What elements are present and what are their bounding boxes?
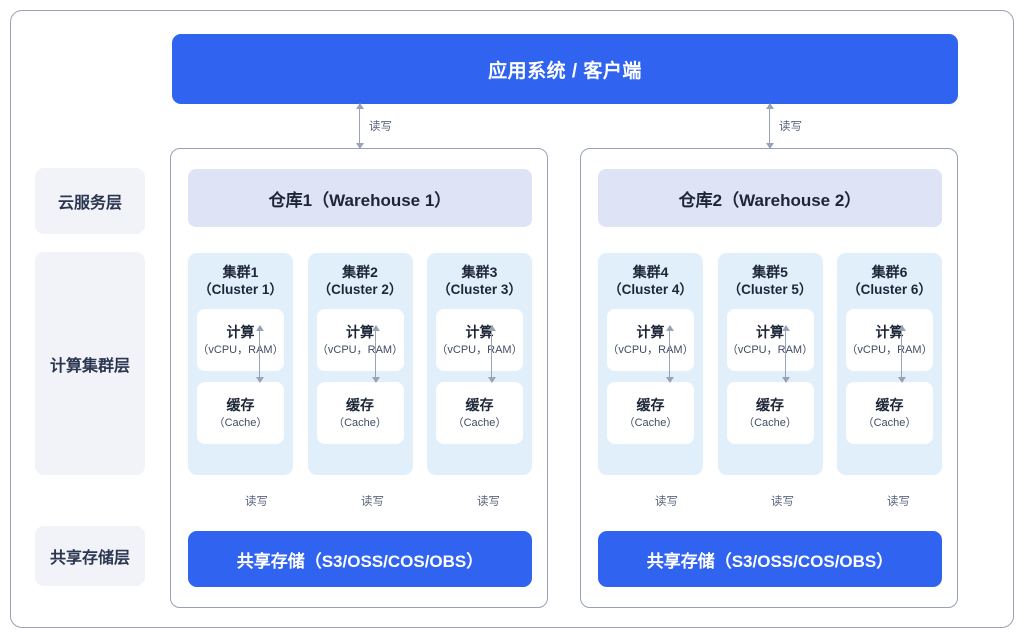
cluster-3-title: 集群3 （Cluster 3） <box>436 264 523 298</box>
connector-arrow-label: 读写 <box>887 496 910 508</box>
application-client-bar[interactable]: 应用系统 / 客户端 <box>172 34 958 104</box>
cluster-6-title: 集群6 （Cluster 6） <box>846 264 933 298</box>
cache-label: 缓存 <box>346 396 374 413</box>
connector-arrow-label: 读写 <box>361 496 384 508</box>
connector-arrow-client-to-warehouse-1 <box>355 103 364 149</box>
cache-sublabel: （Cache） <box>623 416 678 429</box>
connector-arrow-label: 读写 <box>771 496 794 508</box>
cluster-1-compute-box: 计算 （vCPU，RAM） <box>197 309 284 372</box>
layer-label-compute-cluster: 计算集群层 <box>35 252 145 475</box>
connector-arrow-label: 读写 <box>369 121 392 133</box>
cluster-title-cn: 集群2 <box>342 264 378 280</box>
connector-arrow-cluster-3-to-storage <box>487 325 496 383</box>
cache-label: 缓存 <box>226 396 255 413</box>
connector-arrow-cluster-1-to-storage <box>255 325 264 383</box>
compute-sublabel: （vCPU，RAM） <box>726 343 814 356</box>
warehouse-2: 仓库2（Warehouse 2） 集群4 （Cluster 4） 计算 （vCP… <box>580 148 958 608</box>
compute-label: 计算 <box>346 323 374 340</box>
compute-sublabel: （vCPU，RAM） <box>846 343 933 356</box>
cache-sublabel: （Cache） <box>862 416 917 429</box>
cache-label: 缓存 <box>875 396 904 413</box>
cluster-title-en: （Cluster 1） <box>198 281 283 297</box>
cluster-1-cache-box: 缓存 （Cache） <box>197 382 284 445</box>
cluster-3-compute-box: 计算 （vCPU，RAM） <box>436 309 523 372</box>
cluster-3-cache-box: 缓存 （Cache） <box>436 382 523 445</box>
cluster-2[interactable]: 集群2 （Cluster 2） 计算 （vCPU，RAM） 缓存 （Cache） <box>307 253 413 475</box>
cluster-title-en: （Cluster 6） <box>847 281 932 297</box>
compute-sublabel: （vCPU，RAM） <box>436 343 523 356</box>
cluster-4-title: 集群4 （Cluster 4） <box>607 264 694 298</box>
connector-arrow-label: 读写 <box>245 496 268 508</box>
cluster-3[interactable]: 集群3 （Cluster 3） 计算 （vCPU，RAM） 缓存 （Cache） <box>427 253 532 475</box>
cache-label: 缓存 <box>465 396 494 413</box>
cluster-1-title: 集群1 （Cluster 1） <box>197 264 284 298</box>
cluster-6-cache-box: 缓存 （Cache） <box>846 382 933 445</box>
warehouse-1-cluster-row: 集群1 （Cluster 1） 计算 （vCPU，RAM） 缓存 （Cache）… <box>188 253 532 475</box>
connector-arrow-label: 读写 <box>779 121 802 133</box>
cluster-title-en: （Cluster 2） <box>317 281 403 297</box>
cluster-5[interactable]: 集群5 （Cluster 5） 计算 （vCPU，RAM） 缓存 （Cache） <box>717 253 823 475</box>
cluster-4-cache-box: 缓存 （Cache） <box>607 382 694 445</box>
compute-sublabel: （vCPU，RAM） <box>316 343 404 356</box>
compute-label: 计算 <box>226 323 255 340</box>
cluster-1[interactable]: 集群1 （Cluster 1） 计算 （vCPU，RAM） 缓存 （Cache） <box>188 253 293 475</box>
layer-label-text: 共享存储层 <box>49 550 130 567</box>
cluster-2-compute-box: 计算 （vCPU，RAM） <box>316 309 404 372</box>
cluster-title-cn: 集群3 <box>461 264 498 280</box>
layer-label-text: 计算集群层 <box>49 357 130 375</box>
cluster-5-compute-box: 计算 （vCPU，RAM） <box>726 309 814 372</box>
layer-label-shared-storage: 共享存储层 <box>35 526 145 586</box>
compute-sublabel: （vCPU，RAM） <box>197 343 284 356</box>
shared-storage-label: 共享存储（S3/OSS/COS/OBS） <box>646 551 894 571</box>
cluster-6-compute-box: 计算 （vCPU，RAM） <box>846 309 933 372</box>
warehouse-2-header: 仓库2（Warehouse 2） <box>598 169 942 227</box>
cluster-title-cn: 集群1 <box>222 264 259 280</box>
cache-sublabel: （Cache） <box>213 416 268 429</box>
connector-arrow-client-to-warehouse-2 <box>765 103 774 149</box>
cache-label: 缓存 <box>636 396 665 413</box>
cluster-title-en: （Cluster 4） <box>608 281 693 297</box>
connector-arrow-cluster-2-to-storage <box>371 325 380 383</box>
warehouse-1-shared-storage-bar[interactable]: 共享存储（S3/OSS/COS/OBS） <box>188 531 532 587</box>
shared-storage-label: 共享存储（S3/OSS/COS/OBS） <box>236 551 484 571</box>
application-client-bar-label: 应用系统 / 客户端 <box>488 60 642 82</box>
cache-sublabel: （Cache） <box>333 416 387 429</box>
connector-arrow-label: 读写 <box>477 496 500 508</box>
cluster-2-title: 集群2 （Cluster 2） <box>317 264 404 298</box>
layer-label-text: 云服务层 <box>57 195 122 212</box>
warehouse-1: 仓库1（Warehouse 1） 集群1 （Cluster 1） 计算 （vCP… <box>170 148 548 608</box>
cluster-4-compute-box: 计算 （vCPU，RAM） <box>607 309 694 372</box>
cluster-5-title: 集群5 （Cluster 5） <box>727 264 814 298</box>
cache-label: 缓存 <box>756 396 784 413</box>
cluster-5-cache-box: 缓存 （Cache） <box>726 382 814 445</box>
compute-label: 计算 <box>636 323 665 340</box>
cluster-6[interactable]: 集群6 （Cluster 6） 计算 （vCPU，RAM） 缓存 （Cache） <box>837 253 942 475</box>
connector-arrow-cluster-4-to-storage <box>665 325 674 383</box>
connector-arrow-cluster-5-to-storage <box>781 325 790 383</box>
cache-sublabel: （Cache） <box>743 416 797 429</box>
cluster-4[interactable]: 集群4 （Cluster 4） 计算 （vCPU，RAM） 缓存 （Cache） <box>598 253 703 475</box>
cluster-title-cn: 集群5 <box>752 264 788 280</box>
cluster-title-en: （Cluster 5） <box>727 281 813 297</box>
layer-label-cloud-service: 云服务层 <box>35 168 145 234</box>
connector-arrow-label: 读写 <box>655 496 678 508</box>
warehouse-1-header: 仓库1（Warehouse 1） <box>188 169 532 227</box>
connector-arrow-cluster-6-to-storage <box>897 325 906 383</box>
warehouse-2-cluster-row: 集群4 （Cluster 4） 计算 （vCPU，RAM） 缓存 （Cache）… <box>598 253 942 475</box>
cache-sublabel: （Cache） <box>452 416 507 429</box>
cluster-title-cn: 集群6 <box>871 264 908 280</box>
cluster-2-cache-box: 缓存 （Cache） <box>316 382 404 445</box>
cluster-title-en: （Cluster 3） <box>437 281 522 297</box>
compute-label: 计算 <box>465 323 494 340</box>
compute-label: 计算 <box>875 323 904 340</box>
compute-sublabel: （vCPU，RAM） <box>607 343 694 356</box>
cluster-title-cn: 集群4 <box>632 264 669 280</box>
warehouse-2-shared-storage-bar[interactable]: 共享存储（S3/OSS/COS/OBS） <box>598 531 942 587</box>
compute-label: 计算 <box>756 323 784 340</box>
